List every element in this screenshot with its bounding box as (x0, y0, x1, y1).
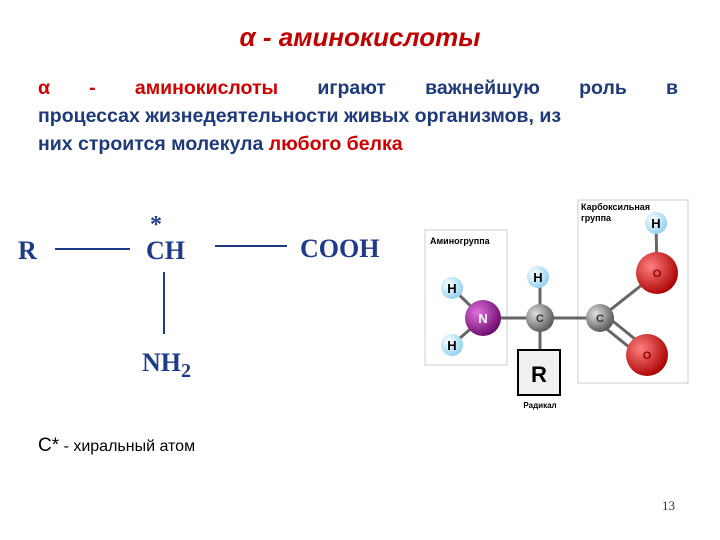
chiral-note: С* - хиральный атом (38, 435, 195, 457)
radical-label: Радикал (523, 401, 556, 410)
formula-nh: NH (142, 348, 181, 377)
highlight-protein: любого белка (268, 133, 403, 155)
formula-ch: CH (146, 236, 185, 265)
formula-cooh: COOH (300, 234, 380, 263)
bond-line (55, 248, 130, 250)
para-line-3: них строится молекула любого белка (38, 130, 678, 158)
atom-label-h: H (651, 216, 660, 231)
oxygen-atom (626, 334, 668, 376)
chiral-star: * (150, 212, 162, 238)
bond-line (163, 272, 165, 334)
atom-label-h: H (533, 270, 542, 285)
nitrogen-atom (465, 300, 501, 336)
para-text-1: играют важнейшую роль в (317, 77, 678, 99)
chiral-symbol: С* (38, 435, 60, 456)
hydrogen-atom (441, 334, 463, 356)
para-line-1: α - аминокислоты играют важнейшую роль в (38, 74, 678, 102)
page-number: 13 (662, 498, 675, 513)
amino-group-box (424, 229, 508, 366)
carboxyl-label-2: группа (581, 213, 612, 223)
radical-box (517, 349, 561, 396)
amino-group-label: Аминогруппа (430, 236, 491, 246)
formula-nh2: NH2 (142, 348, 191, 383)
atom-label-h: H (447, 338, 456, 353)
hydrogen-atom (527, 266, 549, 288)
chiral-note-text: - хиральный атом (59, 438, 196, 455)
slide-title: α - аминокислоты (239, 22, 481, 52)
para-text-3: них строится молекула (38, 133, 264, 155)
amino-acid-diagram: Аминогруппа Карбоксильная группа R Радик… (424, 199, 689, 410)
oxygen-atom (636, 252, 678, 294)
highlight-term: α - аминокислоты (38, 77, 279, 99)
intro-paragraph: α - аминокислоты играют важнейшую роль в… (38, 74, 678, 158)
formula-r: R (18, 236, 37, 265)
hydrogen-atom (441, 277, 463, 299)
radical-r: R (531, 362, 547, 387)
para-line-2: процессах жизнедеятельности живых органи… (38, 105, 562, 127)
carbon-atom (526, 304, 554, 332)
carbon-atom (586, 304, 614, 332)
bond-line (215, 245, 287, 247)
hydrogen-atom (645, 212, 667, 234)
atom-label-o: O (653, 268, 662, 280)
atom-label-c: C (596, 313, 604, 325)
atom-label-h: H (447, 281, 456, 296)
carboxyl-label-1: Карбоксильная (581, 202, 650, 212)
atom-label-n: N (478, 311, 487, 326)
atom-label-c: C (536, 313, 544, 325)
formula-subscript: 2 (181, 360, 191, 383)
atom-label-o: O (643, 350, 652, 362)
